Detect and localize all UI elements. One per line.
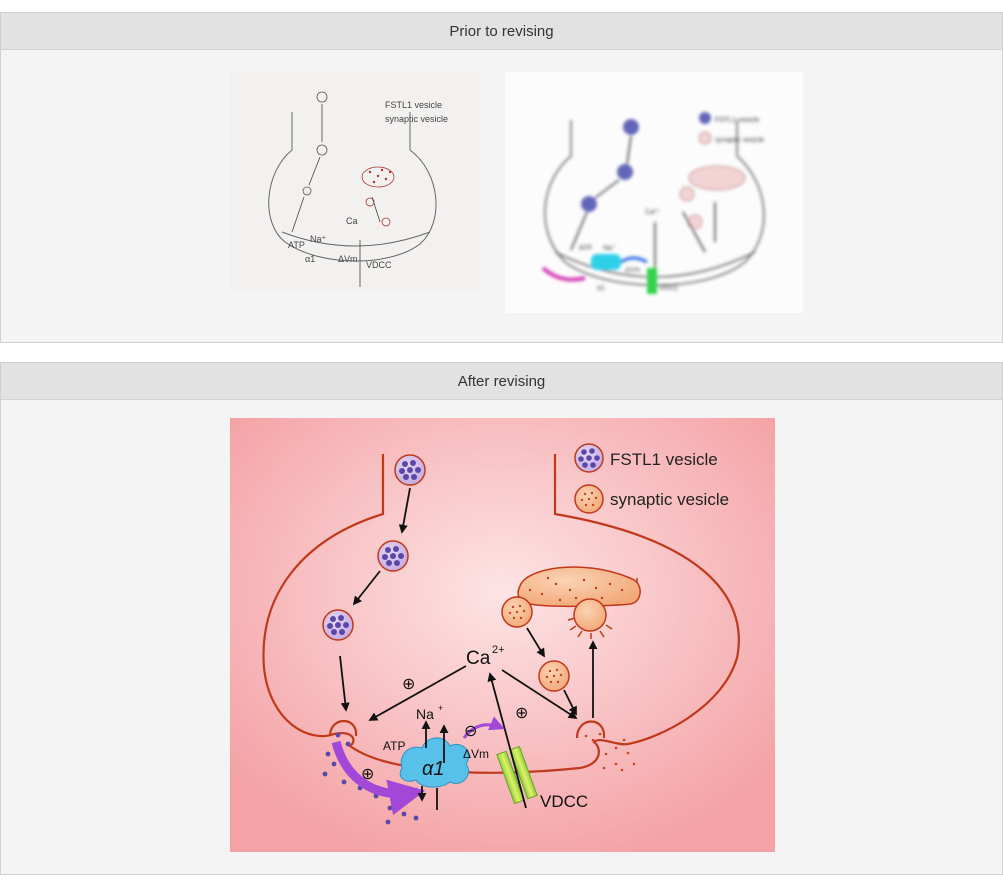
atp-label: ATP <box>383 739 405 753</box>
fstl1-vesicle-mid <box>377 540 409 572</box>
blurry-fstl1-vesicles <box>581 112 711 212</box>
synaptic-release-site <box>575 720 606 739</box>
ca-to-synaptic-arrow <box>501 669 578 719</box>
blurry-ca: Ca²⁺ <box>645 208 660 216</box>
vdcc-channel <box>496 745 538 805</box>
na-superscript: + <box>438 703 443 713</box>
fstl1-vesicle-low <box>322 609 354 641</box>
diagram-background <box>230 418 775 852</box>
na-label: Na <box>416 706 434 722</box>
blurry-alpha: α1 <box>597 285 605 292</box>
ca-influx-arrow <box>487 672 527 809</box>
blurry-vdcc: VDCC <box>659 285 679 292</box>
legend-fstl1-swatch <box>574 443 604 473</box>
before-panel-title: Prior to revising <box>449 22 554 40</box>
dvm-label: ΔVm <box>463 747 489 761</box>
fstl1-release-site <box>328 720 358 737</box>
legend: FSTL1 vesicle synaptic vesicle <box>574 443 729 514</box>
blurry-dvm: ΔVm <box>625 267 640 274</box>
synaptic-vesicle-left <box>501 596 533 628</box>
blurry-na: Na⁺ <box>603 244 616 252</box>
before-panel: Prior to revising F <box>0 12 1003 343</box>
plus-sign-fstl1-alpha1: ⊕ <box>361 766 374 783</box>
fstl1-transport-arrow-1 <box>398 487 411 534</box>
blurry-legend-fstl1: FSTL1 vesicle <box>715 117 759 124</box>
plus-sign-ca-fstl1: ⊕ <box>402 676 415 693</box>
sketch-dvm: ΔVm <box>338 254 358 264</box>
fstl1-vesicle-top <box>394 454 426 486</box>
minus-sign-dvm: ⊖ <box>464 723 477 740</box>
sketch-legend-fstl1: FSTL1 vesicle <box>385 100 442 110</box>
presynaptic-membrane <box>262 454 740 774</box>
ca-label: Ca <box>466 648 491 669</box>
legend-synaptic-label: synaptic vesicle <box>610 490 729 509</box>
sketch-na: Na⁺ <box>310 234 327 244</box>
dvm-arrow <box>462 716 505 739</box>
fstl1-transport-arrow-3 <box>339 655 350 712</box>
alpha1-label: α1 <box>422 758 445 780</box>
fstl1-activation-arrow <box>331 740 426 816</box>
hand-drawn-sketch: FSTL1 vesicle synaptic vesicle Ca Na⁺ α1… <box>230 72 480 290</box>
blurry-synaptic-vesicles <box>679 131 746 230</box>
after-panel: After revising <box>0 362 1003 875</box>
ca-superscript: 2+ <box>492 644 505 656</box>
sketch-alpha: α1 <box>305 254 315 264</box>
before-panel-header: Prior to revising <box>1 13 1002 50</box>
blurry-legend-synaptic: synaptic vesicle <box>715 137 764 144</box>
diagram-svg: FSTL1 vesicle synaptic vesicle <box>230 418 775 852</box>
blurry-svg: FSTL1 vesicle synaptic vesicle Ca²⁺ Na⁺ … <box>541 112 765 294</box>
legend-fstl1-label: FSTL1 vesicle <box>610 450 718 469</box>
synaptic-vesicle-docking <box>538 660 570 692</box>
plus-sign-ca-synaptic: ⊕ <box>515 705 528 722</box>
sketch-atp: ATP <box>288 240 305 250</box>
synaptic-vesicle-reserve <box>517 566 641 639</box>
ca-to-fstl1-arrow <box>368 665 467 721</box>
sketch-legend-synaptic: synaptic vesicle <box>385 114 448 124</box>
synapse-diagram: FSTL1 vesicle synaptic vesicle <box>230 418 775 852</box>
neurotransmitter-release <box>584 732 636 772</box>
fstl1-transport-arrow-2 <box>352 570 381 606</box>
sketch-fstl1-vesicles <box>302 91 328 196</box>
blurry-atp: ATP <box>579 245 592 252</box>
sketch-svg: FSTL1 vesicle synaptic vesicle Ca Na⁺ α1… <box>268 91 448 287</box>
after-panel-header: After revising <box>1 363 1002 400</box>
synaptic-transport-arrow-2 <box>563 689 577 716</box>
legend-synaptic-swatch <box>574 484 604 514</box>
synaptic-transport-arrow-1 <box>526 627 545 658</box>
alpha1-pump: α1 <box>399 737 470 788</box>
vdcc-label: VDCC <box>540 792 588 811</box>
blurry-draft-image: FSTL1 vesicle synaptic vesicle Ca²⁺ Na⁺ … <box>505 72 803 313</box>
after-panel-title: After revising <box>457 372 546 390</box>
sketch-ca: Ca <box>346 216 358 226</box>
sketch-vdcc: VDCC <box>366 260 392 270</box>
